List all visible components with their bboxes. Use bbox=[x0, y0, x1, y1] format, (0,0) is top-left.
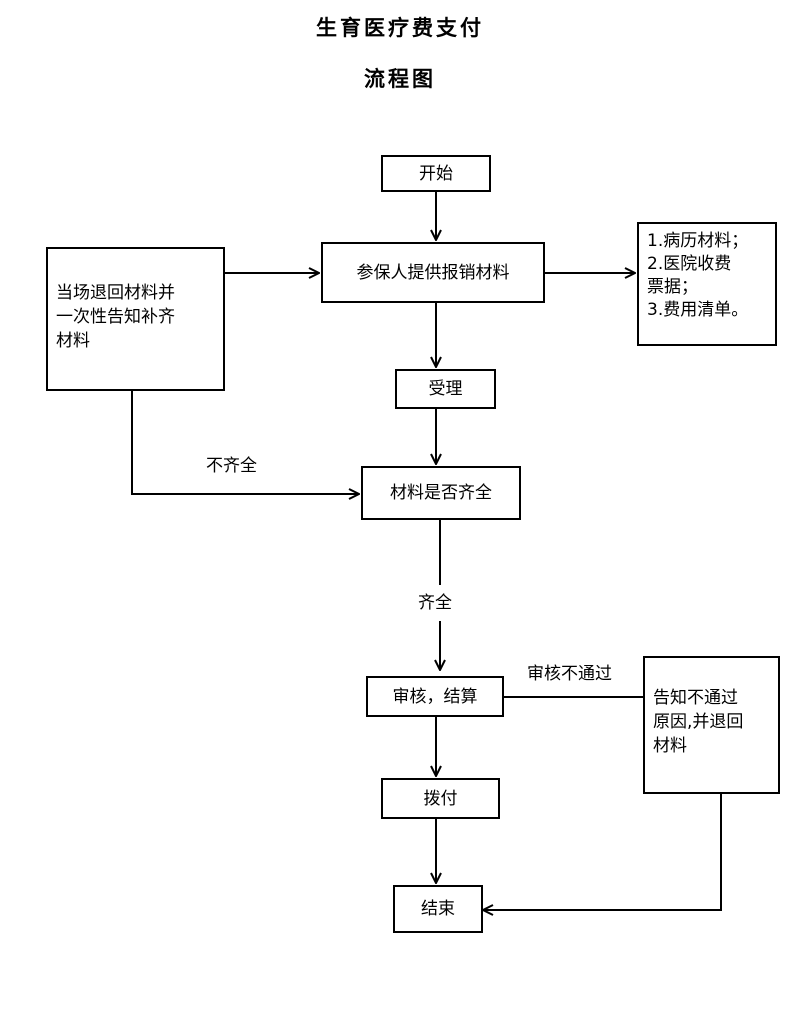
diagram-subtitle: 流程图 bbox=[364, 66, 436, 91]
node-start: 开始 bbox=[381, 155, 491, 192]
node-check-complete: 材料是否齐全 bbox=[361, 466, 521, 520]
materials-item-2: 2.医院收费 bbox=[647, 254, 732, 274]
diagram-title: 生育医疗费支付 bbox=[316, 15, 484, 40]
node-return-line1: 当场退回材料并 bbox=[56, 283, 175, 303]
node-reject-line1: 告知不通过 bbox=[653, 688, 738, 708]
node-end-label: 结束 bbox=[421, 899, 455, 919]
node-reject-line2: 原因,并退回 bbox=[653, 712, 744, 732]
materials-item-3: 3.费用清单。 bbox=[647, 300, 749, 320]
node-return-incomplete: 当场退回材料并 一次性告知补齐 材料 bbox=[46, 247, 225, 391]
node-return-line3: 材料 bbox=[56, 331, 90, 351]
node-materials-list: 1.病历材料； 2.医院收费 票据； 3.费用清单。 bbox=[637, 222, 777, 346]
node-reject-line3: 材料 bbox=[653, 736, 687, 756]
node-accept-label: 受理 bbox=[428, 379, 463, 399]
node-review-settle: 审核，结算 bbox=[366, 676, 504, 717]
arrow-incomplete-loop bbox=[131, 391, 359, 494]
node-review-settle-label: 审核，结算 bbox=[392, 686, 478, 707]
node-start-label: 开始 bbox=[419, 163, 453, 184]
edge-label-incomplete: 不齐全 bbox=[206, 455, 257, 477]
materials-item-2-cont: 票据； bbox=[647, 277, 698, 297]
materials-item-1: 1.病历材料； bbox=[647, 231, 749, 251]
node-submit-materials: 参保人提供报销材料 bbox=[321, 242, 545, 303]
node-notify-reject: 告知不通过 原因,并退回 材料 bbox=[643, 656, 780, 794]
node-return-line2: 一次性告知补齐 bbox=[56, 307, 175, 327]
node-pay: 拨付 bbox=[381, 778, 500, 819]
edge-label-complete: 齐全 bbox=[418, 592, 452, 614]
node-check-complete-label: 材料是否齐全 bbox=[390, 483, 492, 503]
node-end: 结束 bbox=[393, 885, 483, 933]
node-submit-materials-label: 参保人提供报销材料 bbox=[356, 262, 510, 283]
arrow-reject-to-end bbox=[483, 794, 722, 910]
node-pay-label: 拨付 bbox=[423, 788, 458, 809]
edge-label-rejected: 审核不通过 bbox=[527, 663, 612, 685]
node-accept: 受理 bbox=[395, 369, 496, 409]
